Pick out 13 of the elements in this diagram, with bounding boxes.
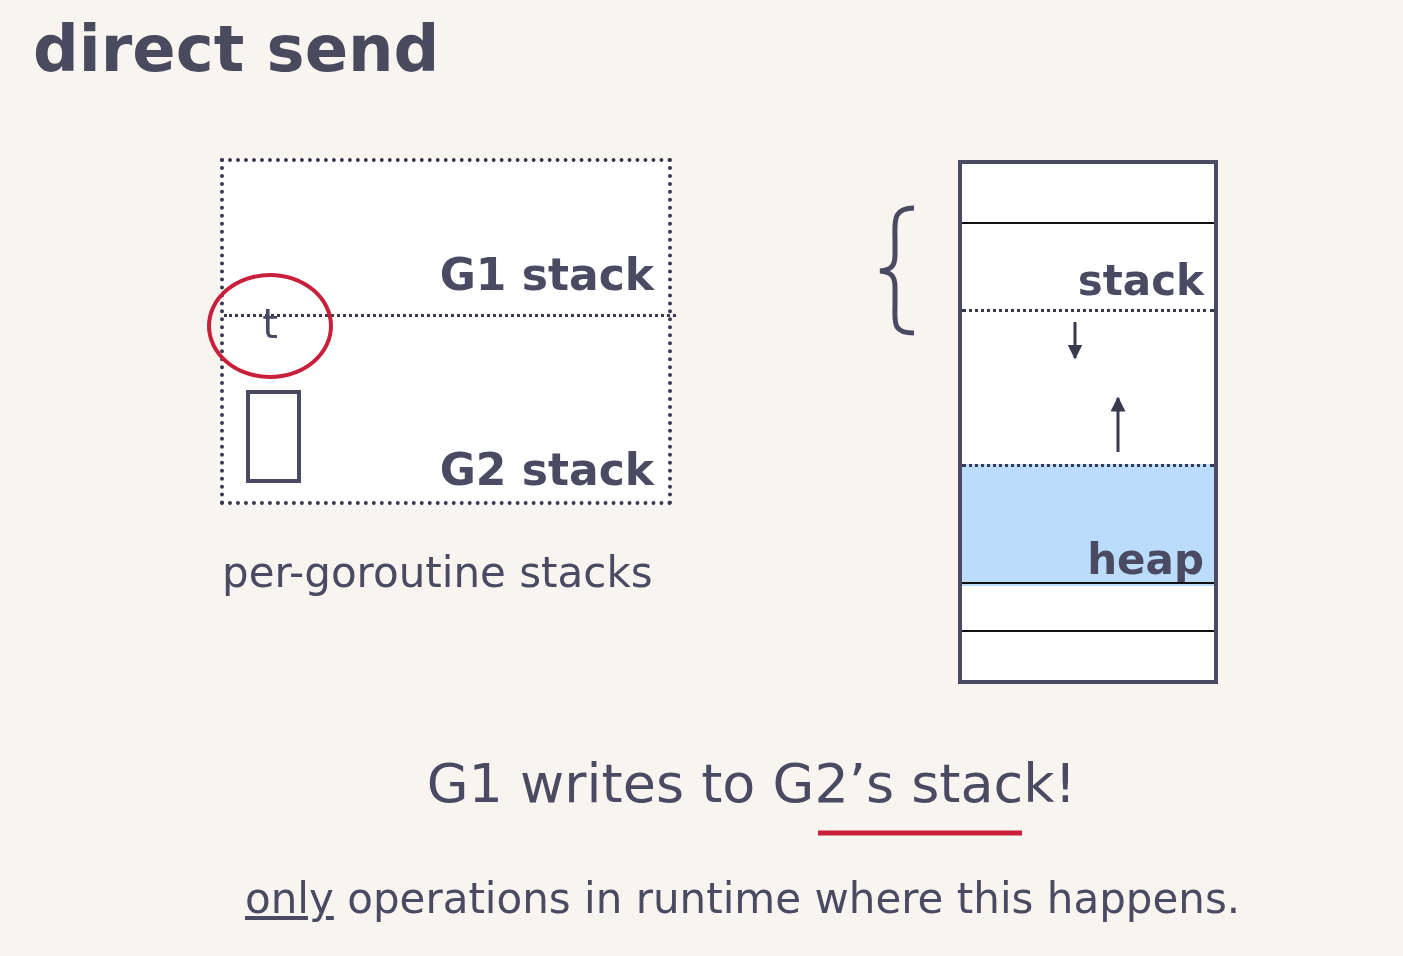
diagram-caption: per-goroutine stacks — [222, 548, 653, 597]
stack-slot — [246, 390, 301, 483]
memory-column — [958, 160, 1218, 684]
highlight-circle — [207, 273, 333, 379]
note-text: only operations in runtime where this happens. — [245, 874, 1241, 923]
slide-title: direct send — [33, 12, 440, 86]
variable-label: t — [261, 301, 279, 347]
region-label: stack — [1077, 256, 1204, 305]
statement-text: G1 writes to G2’s stack! — [425, 752, 1078, 815]
region-label: heap — [1087, 535, 1204, 584]
heap-region — [962, 464, 1214, 586]
region-label: G1 stack — [439, 249, 654, 300]
region-label: G2 stack — [439, 444, 654, 495]
